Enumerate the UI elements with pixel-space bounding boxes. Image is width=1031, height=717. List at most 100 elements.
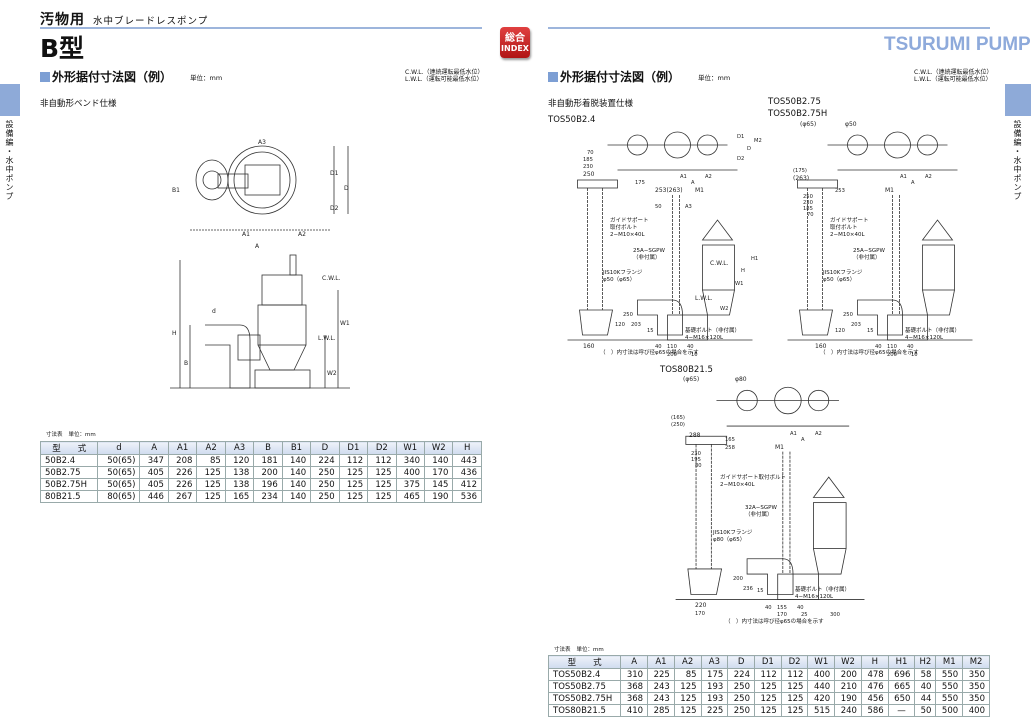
installation-drawing: 253(263) M1 250 L.W.L. C.W.L. 160 230185…: [567, 131, 762, 358]
column-header: H: [452, 441, 482, 455]
dim-label: 170: [695, 611, 705, 617]
category-label: 汚物用: [40, 12, 85, 28]
dim-label: 203: [631, 322, 641, 328]
value-cell: 125: [780, 704, 809, 717]
value-cell: 125: [196, 466, 226, 479]
dim-label: 40: [655, 344, 662, 350]
index-badge-line2: INDEX: [501, 44, 529, 53]
dim-label: H: [172, 330, 177, 337]
model-cell: 50B2.75H: [39, 478, 99, 491]
table-unit: 単位：mm: [576, 647, 604, 653]
value-cell: 420: [807, 692, 836, 705]
value-cell: 465: [395, 490, 426, 503]
value-cell: 50(65): [97, 454, 141, 467]
value-cell: 50(65): [97, 478, 141, 491]
value-cell: 140: [424, 454, 454, 467]
lwl-label: L.W.L.: [695, 295, 713, 302]
value-cell: 226: [167, 466, 198, 479]
dim-label: 250: [803, 194, 813, 200]
dim-label: φ80: [735, 376, 747, 383]
side-tab-marker[interactable]: [1005, 84, 1031, 116]
dim-label: 230: [691, 451, 701, 457]
dim-label: 250: [843, 312, 853, 318]
value-cell: 125: [367, 478, 397, 491]
dim-label: D1: [330, 170, 339, 177]
model-cell: TOS50B2.75H: [547, 692, 622, 705]
footnote: （ ）内寸法は呼び径φ65の場合を示す: [725, 619, 824, 625]
column-header: d: [97, 441, 141, 455]
value-cell: 58: [914, 668, 937, 681]
value-cell: 368: [620, 692, 649, 705]
index-button[interactable]: 総合 INDEX: [500, 27, 530, 58]
installation-drawing: (φ65) φ80 288 M1 220 (165)(250)165258230…: [671, 376, 865, 618]
column-header: D: [310, 441, 340, 455]
column-header: A1: [647, 655, 675, 669]
value-cell: 400: [395, 466, 426, 479]
dim-label: M2: [754, 138, 762, 144]
dim-label: 10: [691, 352, 698, 358]
value-cell: 50(65): [97, 466, 141, 479]
side-tab-marker[interactable]: [0, 84, 20, 116]
value-cell: 410: [620, 704, 649, 717]
value-cell: 145: [424, 478, 454, 491]
dim-label: 110: [887, 344, 897, 350]
value-cell: 170: [424, 466, 454, 479]
dim-label: 40: [797, 605, 804, 611]
value-cell: 586: [860, 704, 889, 717]
value-cell: 665: [887, 680, 916, 693]
value-cell: 140: [281, 490, 312, 503]
dim-label: 70: [587, 150, 594, 156]
value-cell: 125: [780, 680, 809, 693]
column-header: M2: [962, 655, 990, 669]
value-cell: 125: [196, 478, 226, 491]
value-cell: 234: [253, 490, 283, 503]
dim-label: A1: [242, 231, 250, 238]
guide-support-note: ガイドサポート取付ボルト 2−M10×40L: [720, 475, 787, 488]
value-cell: 405: [139, 478, 169, 491]
value-cell: 250: [727, 680, 755, 693]
dim-label: 25: [801, 612, 808, 618]
unit-label: 単位：mm: [698, 73, 731, 82]
dim-label: d: [212, 308, 216, 315]
dim-label: (263): [793, 175, 809, 182]
dim-label: A3: [685, 204, 692, 210]
value-cell: 446: [139, 490, 169, 503]
value-cell: 190: [834, 692, 862, 705]
value-cell: 50: [914, 704, 937, 717]
pump-rig-outline: [675, 386, 865, 600]
value-cell: 347: [139, 454, 169, 467]
value-cell: 696: [887, 668, 916, 681]
value-cell: 112: [754, 668, 782, 681]
value-cell: 125: [338, 478, 369, 491]
value-cell: 40: [914, 680, 937, 693]
value-cell: 250: [727, 704, 755, 717]
dim-label: 160: [583, 343, 595, 350]
dim-label: 120: [615, 322, 625, 328]
model-cell: TOS80B21.5: [547, 704, 622, 717]
value-cell: 400: [962, 704, 990, 717]
header-rule: [548, 27, 990, 29]
dim-label: M1: [885, 187, 894, 194]
dim-label: 175: [635, 180, 645, 186]
dim-label: A: [255, 243, 260, 250]
value-cell: 125: [367, 490, 397, 503]
dim-label: 15: [647, 328, 654, 334]
value-cell: 125: [673, 680, 702, 693]
column-header: 型 式: [547, 655, 622, 669]
value-cell: 181: [253, 454, 283, 467]
table-title-text: 寸法表: [554, 647, 571, 653]
dim-label: (165): [671, 415, 685, 421]
value-cell: 140: [281, 466, 312, 479]
model-cell: TOS50B2.4: [547, 668, 622, 681]
section-title: 外形据付寸法図（例）: [52, 70, 173, 84]
value-cell: 515: [807, 704, 836, 717]
section-title: 外形据付寸法図（例）: [560, 70, 681, 84]
model-label: TOS50B2.75H: [768, 109, 828, 119]
table-title-text: 寸法表: [46, 432, 63, 438]
dim-label: 70: [807, 212, 814, 218]
model-cell: 50B2.75: [39, 466, 99, 479]
flange-note: JIS10Kフランジ φ50（φ65）: [603, 270, 643, 283]
